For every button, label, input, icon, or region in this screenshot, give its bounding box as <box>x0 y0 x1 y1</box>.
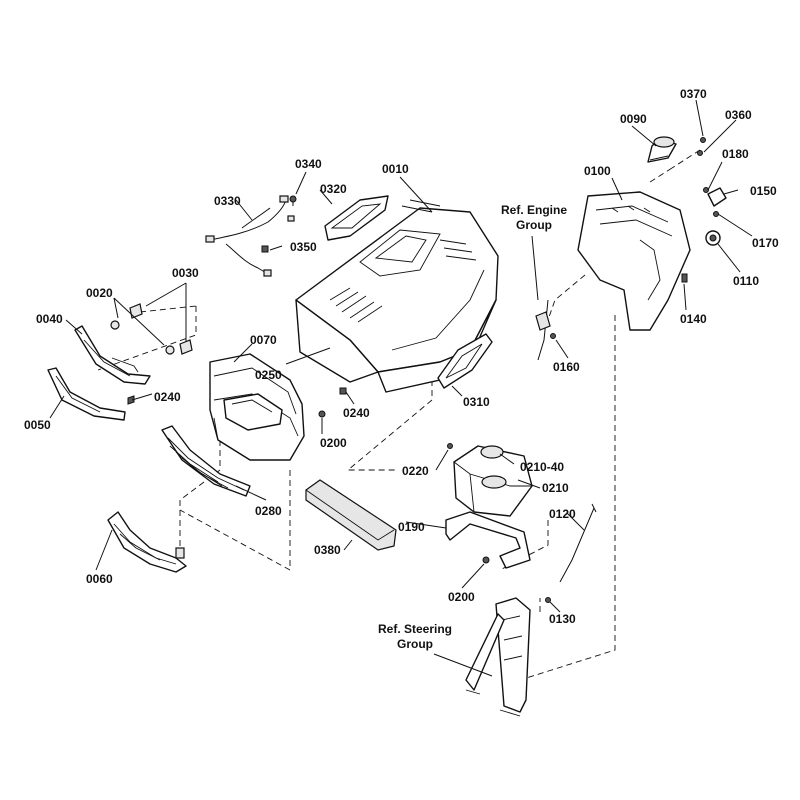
lower-bumper-0060 <box>107 511 187 573</box>
label-0370: 0370 <box>680 87 707 101</box>
screw-0370 <box>700 137 706 143</box>
hood-trim-0320 <box>324 195 389 241</box>
screws-0240 <box>127 387 347 405</box>
bulbs-0020 <box>110 320 175 355</box>
clip-0350 <box>261 245 269 253</box>
label-0140: 0140 <box>680 312 707 326</box>
label-0100: 0100 <box>584 164 611 178</box>
label-0050: 0050 <box>24 418 51 432</box>
ref-engine-line1: Ref. Engine <box>500 203 567 217</box>
label-0360: 0360 <box>725 108 752 122</box>
label-0280: 0280 <box>255 504 282 518</box>
leader-lines <box>49 99 753 677</box>
label-0200-a: 0200 <box>320 436 347 450</box>
label-0210-40: 0210-40 <box>520 460 565 474</box>
label-0060: 0060 <box>86 572 113 586</box>
screw-0160 <box>550 333 556 339</box>
side-grille-0310 <box>437 333 493 389</box>
label-0190: 0190 <box>398 520 425 534</box>
screw-0360 <box>697 150 703 156</box>
steering-frame <box>465 597 531 717</box>
label-0120: 0120 <box>549 507 576 521</box>
label-0130: 0130 <box>549 612 576 626</box>
wiring-harness-0330 <box>205 195 295 277</box>
screw-0140 <box>681 273 688 283</box>
label-0180: 0180 <box>722 147 749 161</box>
rod-0120 <box>559 503 597 583</box>
label-0040: 0040 <box>36 312 63 326</box>
clip-0130 <box>545 597 551 603</box>
ignition-switch-0110 <box>705 230 721 246</box>
ref-steering-line2: Group <box>397 637 433 651</box>
label-0330: 0330 <box>214 194 241 208</box>
ref-engine-line2: Group <box>516 218 552 232</box>
nut-0180 <box>703 187 709 193</box>
screw-0220 <box>447 443 453 449</box>
headlight-bracket-0040 <box>74 325 151 385</box>
label-0240-b: 0240 <box>343 406 370 420</box>
dash-panel-0100 <box>577 191 691 331</box>
ref-steering-group: Ref. Steering Group <box>370 622 460 652</box>
label-0200-b: 0200 <box>448 590 475 604</box>
label-0210: 0210 <box>542 481 569 495</box>
knob-0090 <box>647 136 677 163</box>
label-0110: 0110 <box>733 274 760 288</box>
label-0310: 0310 <box>463 395 490 409</box>
label-0240-a: 0240 <box>154 390 181 404</box>
pad-0380 <box>305 479 397 551</box>
label-0090: 0090 <box>620 112 647 126</box>
screw-0340 <box>289 195 297 206</box>
front-grille-0280 <box>161 425 251 497</box>
label-0020: 0020 <box>86 286 113 300</box>
sockets-0030 <box>129 303 193 355</box>
hood-vents <box>329 199 477 323</box>
grille-housing-0070 <box>209 353 305 461</box>
screw-0200-b <box>482 556 490 564</box>
bumper-trim-0050 <box>47 367 126 421</box>
screw-0170 <box>713 211 719 217</box>
ref-steering-line1: Ref. Steering <box>377 622 452 636</box>
label-0030: 0030 <box>172 266 199 280</box>
label-0320: 0320 <box>320 182 347 196</box>
tank-cap-0210-40 <box>480 445 504 459</box>
label-0220: 0220 <box>402 464 429 478</box>
switch-0150 <box>707 187 727 207</box>
label-0380: 0380 <box>314 543 341 557</box>
label-0010: 0010 <box>382 162 409 176</box>
hood-0010 <box>295 199 499 393</box>
label-0070: 0070 <box>250 333 277 347</box>
tank-bracket-0190 <box>445 511 531 569</box>
label-0340: 0340 <box>295 157 322 171</box>
label-0170: 0170 <box>752 236 779 250</box>
ref-engine-group: Ref. Engine Group <box>494 203 574 233</box>
engine-cable <box>535 299 551 361</box>
label-0350: 0350 <box>290 240 317 254</box>
label-0160: 0160 <box>553 360 580 374</box>
label-0150: 0150 <box>750 184 777 198</box>
label-0250: 0250 <box>255 368 282 382</box>
screw-0200-a <box>318 410 326 418</box>
